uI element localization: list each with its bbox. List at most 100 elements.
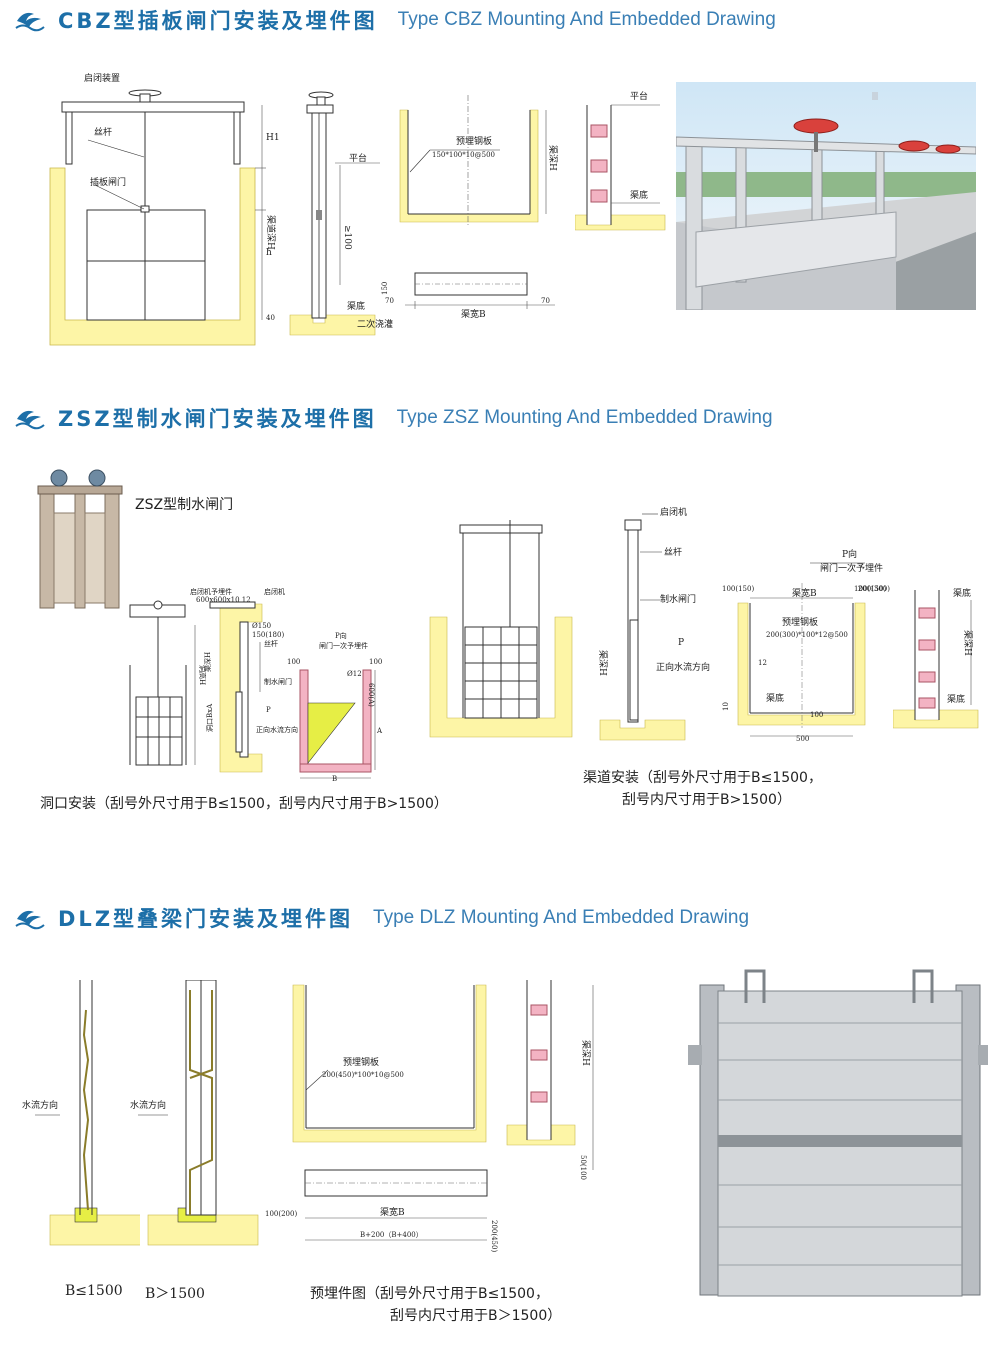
cbz-label-bottom-2: 渠底 xyxy=(630,189,648,201)
zsz-label-p-embed-2: 闸门一次予埋件 xyxy=(820,562,883,574)
dlz-caption-1: 预埋件图（刮号外尺寸用于B≤1500， xyxy=(310,1286,549,1302)
zsz-product-name: ZSZ型制水闸门 xyxy=(135,497,234,513)
dlz-embedded-side: 渠深H 50(100) xyxy=(506,980,594,1180)
dlz-caption-2: 刮号内尺寸用于B＞1500） xyxy=(390,1308,562,1324)
zsz-label-500: 500 xyxy=(796,735,809,743)
dlz-label-50: 50(100) xyxy=(579,1155,587,1180)
dlz-section-large: 水流方向 xyxy=(130,980,259,1246)
zsz-label-e100b: 100(150) xyxy=(854,585,886,593)
zsz-label-p-dir: P向 xyxy=(335,631,347,640)
dlz-embedded-bar: 100(200) 渠宽B B+200（B+400） 200(450) xyxy=(265,1169,498,1252)
company-logo-icon xyxy=(15,410,45,430)
zsz-label-p-dir-2: P向 xyxy=(842,548,857,560)
zsz-label-b: B xyxy=(332,775,337,783)
dlz-caption-b-small: B≤1500 xyxy=(65,1283,123,1299)
zsz-label-depth: 渠深H xyxy=(203,652,212,672)
zsz-label-100c: 100 xyxy=(810,711,823,719)
section-title-en: Type DLZ Mounting And Embedded Drawing xyxy=(373,907,750,928)
zsz-label-rh: 洞口BxA xyxy=(205,703,214,732)
dlz-caption-b-large: B＞1500 xyxy=(145,1286,205,1302)
zsz-orifice-section: 启闭机予埋件 600x600x10 12 启闭机 Ø150 150(180) 丝… xyxy=(190,587,298,773)
dlz-label-width-b: 渠宽B xyxy=(380,1206,405,1218)
cbz-embedded-bar: 150 70 渠宽B 70 xyxy=(381,272,555,320)
section-header-dlz: DLZ型叠梁门安装及埋件图 Type DLZ Mounting And Embe… xyxy=(14,898,749,938)
zsz-channel-section: 启闭机 丝杆 制水闸门 P 正向水流方向 渠深H xyxy=(597,506,710,741)
section-title-en: Type CBZ Mounting And Embedded Drawing xyxy=(397,9,776,30)
zsz-label-gate: 制水闸门 xyxy=(264,677,292,686)
dlz-label-depth-h: 渠深H xyxy=(580,1040,592,1066)
section-title-cn: CBZ型插板闸门安装及埋件图 xyxy=(58,9,378,33)
zsz-label-width-b: 渠宽B xyxy=(792,587,817,599)
zsz-caption-orifice: 洞口安装（刮号外尺寸用于B≤1500，刮号内尺寸用于B>1500） xyxy=(40,796,448,812)
zsz-label-10: 10 xyxy=(722,702,730,711)
cbz-label-channel-depth: 渠道深H xyxy=(265,215,277,250)
zsz-label-100a: 100 xyxy=(287,658,300,666)
cbz-label-plate-spec: 150*100*10@500 xyxy=(432,151,495,159)
cbz-label-h1: H1 xyxy=(266,133,280,143)
zsz-channel-elevation xyxy=(429,520,573,738)
cbz-label-70a: 70 xyxy=(385,297,394,305)
zsz-label-d150b: 150(180) xyxy=(252,631,284,639)
zsz-label-embed: 启闭机予埋件 xyxy=(190,587,232,596)
zsz-label-rh-2: 渠深H xyxy=(597,650,609,676)
zsz-p-view: P向 闸门一次予埋件 100 100 Ø12 B A 600(A) xyxy=(287,631,383,783)
zsz-label-p-embed: 闸门一次予埋件 xyxy=(319,641,368,650)
cbz-label-70b: 70 xyxy=(541,297,550,305)
zsz-label-embed-spec: 600x600x10 12 xyxy=(196,596,251,604)
cbz-label-stem: 丝杆 xyxy=(94,126,112,138)
dlz-label-flow-1: 水流方向 xyxy=(22,1099,58,1111)
zsz-label-hoist: 启闭机 xyxy=(264,587,285,596)
cbz-label-platform-2: 平台 xyxy=(630,90,648,102)
dlz-embedded-plan: 预埋钢板 200(450)*100*10@500 xyxy=(292,984,487,1143)
zsz-label-rh-3: 渠深H xyxy=(962,630,974,656)
zsz-label-d150: Ø150 xyxy=(252,622,271,630)
cbz-product-photo xyxy=(676,82,976,310)
zsz-label-e100a: 100(150) xyxy=(722,585,754,593)
cbz-embedded-plan: 预埋钢板 150*100*10@500 渠深H xyxy=(399,95,559,225)
zsz-label-plate: 预埋钢板 xyxy=(782,616,818,628)
cbz-label-h: h xyxy=(266,248,272,258)
section-title-en: Type ZSZ Mounting And Embedded Drawing xyxy=(396,407,773,428)
cbz-label-depth-h: 渠深H xyxy=(547,145,559,171)
zsz-label-p: P xyxy=(266,706,271,714)
zsz-label-bottom: 渠底 xyxy=(766,692,784,704)
zsz-embed-side: 渠底 渠深H 渠底 xyxy=(893,587,979,729)
zsz-label-bottom-top: 渠底 xyxy=(953,587,971,599)
cbz-label-platform: 平台 xyxy=(349,152,367,164)
zsz-label-e200: 200(300) xyxy=(858,585,890,593)
zsz-label-stem: 丝杆 xyxy=(264,639,278,648)
zsz-label-hole-h: 洞高H xyxy=(198,665,207,685)
section-header-cbz: CBZ型插板闸门安装及埋件图 Type CBZ Mounting And Emb… xyxy=(14,0,776,40)
section-header-zsz: ZSZ型制水闸门安装及埋件图 Type ZSZ Mounting And Emb… xyxy=(14,398,773,438)
zsz-label-flow: 正向水流方向 xyxy=(256,725,298,734)
cbz-side-section: 平台 ≥100 渠底 二次浇灌 xyxy=(289,91,393,336)
cbz-label-width-b: 渠宽B xyxy=(461,308,486,320)
dlz-label-plate: 预埋钢板 xyxy=(343,1056,379,1068)
section-title-cn: DLZ型叠梁门安装及埋件图 xyxy=(58,907,354,931)
dlz-label-flow-2: 水流方向 xyxy=(130,1099,166,1111)
cbz-embedded-side: 平台 渠底 xyxy=(575,90,666,231)
dlz-label-200: 200(450) xyxy=(490,1220,498,1252)
cbz-label-ge100: ≥100 xyxy=(342,225,352,250)
cbz-label-plate: 预埋钢板 xyxy=(456,135,492,147)
zsz-label-hoist-2: 启闭机 xyxy=(660,506,687,518)
zsz-orifice-elevation: 洞高H xyxy=(129,600,207,766)
cbz-label-hoist: 启闭装置 xyxy=(84,72,120,84)
zsz-channel-embed-plan: P向 闸门一次予埋件 100(150) 渠宽B 100(150) 200(300… xyxy=(722,548,890,743)
zsz-caption-channel-2: 刮号内尺寸用于B>1500） xyxy=(622,792,791,808)
zsz-label-stem-2: 丝杆 xyxy=(664,546,682,558)
dlz-product-photo xyxy=(688,965,988,1305)
cbz-label-second-pour: 二次浇灌 xyxy=(357,318,393,330)
zsz-label-d12: Ø12 xyxy=(347,670,362,678)
company-logo-icon xyxy=(15,12,45,32)
zsz-caption-channel-1: 渠道安装（刮号外尺寸用于B≤1500， xyxy=(583,770,822,786)
dlz-label-plate-spec: 200(450)*100*10@500 xyxy=(322,1071,404,1079)
cbz-front-elevation: 启闭装置 丝杆 插板闸门 H1 h 渠道深H 40 xyxy=(49,72,280,346)
zsz-label-a: A xyxy=(376,727,383,735)
zsz-label-100b: 100 xyxy=(369,658,382,666)
zsz-label-p-2: P xyxy=(678,638,684,648)
company-logo-icon xyxy=(15,910,45,930)
dlz-label-100: 100(200) xyxy=(265,1210,297,1218)
zsz-label-gate-2: 制水闸门 xyxy=(660,593,696,605)
cbz-label-gate: 插板闸门 xyxy=(90,176,126,188)
